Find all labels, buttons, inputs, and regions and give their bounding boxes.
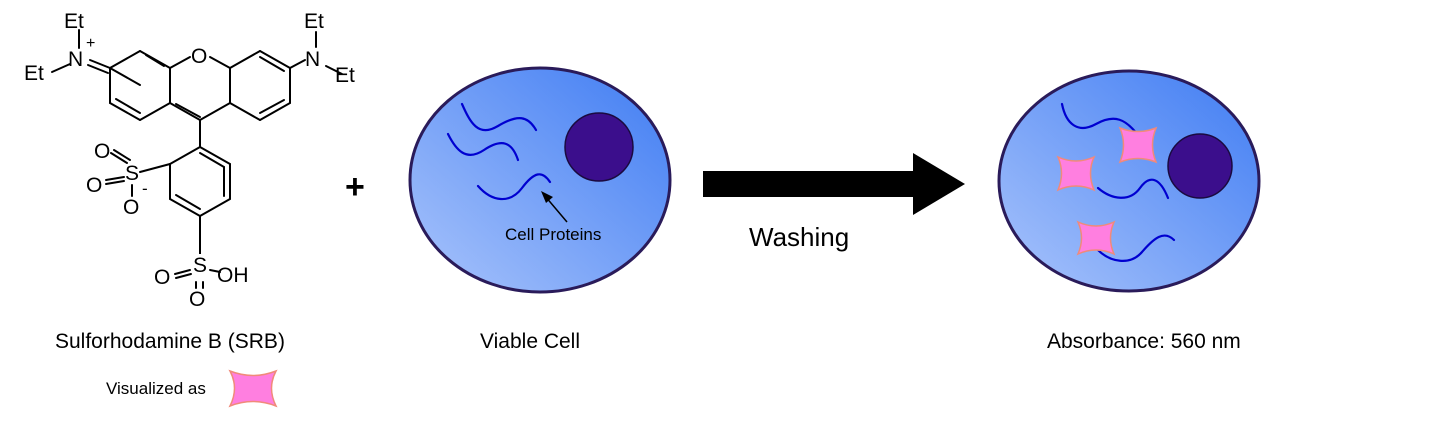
atom-et-top-right: Et xyxy=(304,10,324,33)
protein-strands xyxy=(446,102,552,201)
atom-oh: OH xyxy=(217,264,249,287)
xanthene-right-ring xyxy=(229,50,291,121)
cell-membrane xyxy=(997,69,1261,293)
atom-s-bottom: S xyxy=(193,254,207,277)
srb-name-caption: Sulforhodamine B (SRB) xyxy=(55,330,285,353)
visualized-as-caption: Visualized as xyxy=(106,379,206,398)
plus-sign: + xyxy=(345,168,365,206)
protein-strand xyxy=(460,102,538,132)
cell-nucleus xyxy=(1167,133,1233,199)
dye-star-icon xyxy=(1118,126,1158,164)
atom-o-top-2: O xyxy=(86,174,102,197)
arrow-shaft xyxy=(703,171,915,197)
arrow-right-icon xyxy=(913,153,965,215)
atom-n-right: N xyxy=(305,48,320,71)
atom-n-plus: + xyxy=(86,35,95,52)
atom-o-bottom-2: O xyxy=(154,266,170,289)
dye-star-icon xyxy=(1076,220,1116,256)
xanthene-left-ring xyxy=(109,50,171,121)
washing-label: Washing xyxy=(749,222,850,252)
washing-arrow xyxy=(703,153,965,215)
amine-group xyxy=(289,31,343,75)
atom-o-bridge: O xyxy=(191,45,207,68)
atom-o-top-1: O xyxy=(94,140,110,163)
atom-n-left: N xyxy=(68,48,83,71)
srb-atom-labels: Et N + Et O Et N Et S O O O - S O O O OH xyxy=(24,10,355,311)
xanthene-center-ring xyxy=(169,56,231,148)
cell-proteins-label: Cell Proteins xyxy=(505,225,602,244)
dye-star-icon xyxy=(228,369,278,408)
cell-membrane xyxy=(408,66,672,294)
protein-strand xyxy=(1096,234,1176,262)
sulfonate-group-top xyxy=(105,149,171,197)
iminium-group xyxy=(51,29,111,74)
atom-et-left: Et xyxy=(24,62,44,85)
protein-strand xyxy=(1060,102,1142,140)
atom-o-bottom-3: O xyxy=(189,288,205,311)
protein-strand xyxy=(1096,178,1170,200)
viable-cell-caption: Viable Cell xyxy=(480,330,581,353)
sulfonated-benzene-ring xyxy=(169,146,231,217)
atom-et-top-left: Et xyxy=(64,10,84,33)
protein-pointer-arrowhead xyxy=(541,191,553,203)
dye-star-icon xyxy=(1056,155,1096,192)
protein-strand xyxy=(446,132,520,162)
cell-nucleus xyxy=(564,112,634,182)
atom-et-right: Et xyxy=(335,64,355,87)
viable-cell xyxy=(408,66,672,294)
protein-strands xyxy=(1060,102,1176,262)
atom-minus: - xyxy=(142,179,148,198)
atom-s-top: S xyxy=(125,162,139,185)
atom-o-top-3: O xyxy=(123,196,139,219)
protein-strand xyxy=(476,173,552,201)
stained-cell xyxy=(997,69,1261,293)
absorbance-caption: Absorbance: 560 nm xyxy=(1047,330,1241,353)
sulfonic-acid-group xyxy=(174,215,221,289)
srb-structure xyxy=(51,29,343,289)
